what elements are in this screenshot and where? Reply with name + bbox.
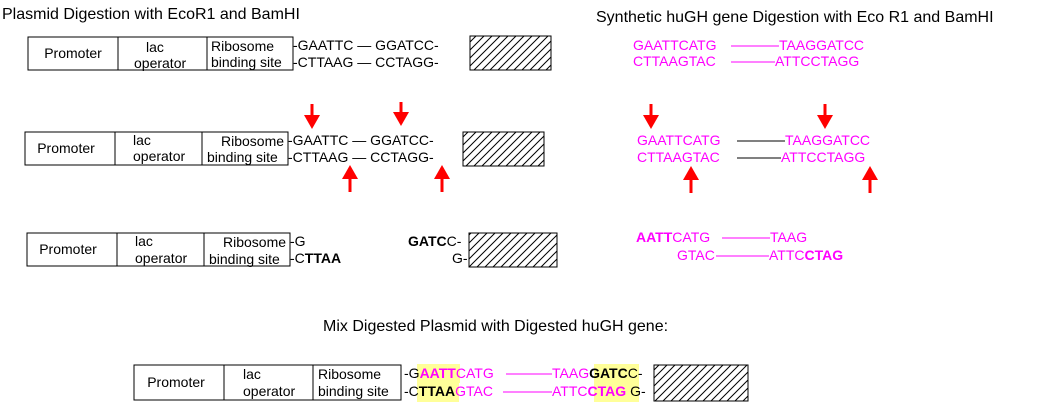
rbs-label-line2: binding site	[318, 383, 389, 399]
gene-digested-bottom-left: GTAC	[677, 247, 715, 263]
promoter-label: Promoter	[147, 374, 205, 390]
rbs-label-line2: binding site	[211, 54, 282, 70]
plasmid-bottom-strand: -CTTAAG — CCTAGG-	[288, 149, 434, 165]
rbs-label-line1: Ribosome	[221, 133, 284, 149]
gene-top-left: GAATTCATG	[633, 37, 716, 53]
arrow-up-icon	[342, 165, 358, 192]
ligated-construct: Promoter lac operator Ribosome binding s…	[133, 364, 749, 402]
gene-digested: AATTCATG TAAG GTAC ATTCCTAG	[636, 229, 843, 263]
plasmid-construct-cut-sites: Promoter lac operator Ribosome binding s…	[24, 131, 545, 167]
gene-intact: GAATTCATG TAAGGATCC CTTAAGTAC ATTCCTAGG	[633, 37, 864, 69]
rbs-box	[203, 232, 291, 267]
gene-bottom-right: ATTCCTAGG	[781, 149, 865, 165]
lac-operator-box	[116, 232, 205, 267]
plasmid-construct-intact: Promoter lac operator Ribosome binding s…	[27, 35, 552, 71]
arrow-down-icon	[304, 104, 320, 129]
operator-label: operator	[243, 383, 295, 399]
promoter-box	[26, 232, 118, 267]
vector-backbone-hatched	[469, 35, 552, 71]
rbs-label-line1: Ribosome	[318, 366, 381, 382]
arrow-down-icon	[393, 102, 409, 126]
plasmid-left-bottom-end: -CTTAA	[290, 250, 341, 266]
promoter-label: Promoter	[39, 241, 97, 257]
ligated-bottom-strand-left: -CTTAAGTAC	[404, 383, 493, 399]
lac-operator-box	[114, 131, 203, 166]
bamhi-sticky-end-highlight	[594, 364, 639, 383]
operator-label: operator	[133, 148, 185, 164]
cut-arrows	[304, 102, 878, 193]
rbs-box	[312, 364, 402, 401]
gatc-overhang: GATC	[408, 233, 447, 249]
gene-bottom-right: ATTCCTAGG	[775, 53, 859, 69]
plasmid-right-top-end: GATCC-	[408, 233, 462, 249]
plasmid-left-top-end: -G	[290, 233, 306, 249]
vector-backbone-hatched	[653, 364, 749, 402]
gene-top-right: TAAGGATCC	[779, 37, 864, 53]
lac-label: lac	[243, 366, 261, 382]
plasmid-top-strand: -GAATTC — GGATCC-	[293, 37, 439, 53]
gene-bottom-left: CTTAAGTAC	[637, 149, 720, 165]
promoter-box	[27, 36, 119, 71]
promoter-box	[133, 364, 225, 401]
plasmid-top-strand: -GAATTC — GGATCC-	[288, 132, 434, 148]
ligated-top-strand-right: TAAGGATCC-	[552, 365, 643, 381]
mix-title: Mix Digested Plasmid with Digested huGH …	[323, 318, 668, 335]
operator-label: operator	[135, 250, 187, 266]
rbs-label-line2: binding site	[207, 149, 278, 165]
lac-label: lac	[146, 39, 164, 55]
rbs-box	[206, 36, 294, 71]
rbs-label-line2: binding site	[209, 251, 280, 267]
plasmid-right-bottom-end: G-	[452, 250, 468, 266]
vector-backbone-hatched	[462, 131, 545, 167]
lac-label: lac	[133, 132, 151, 148]
ctag-overhang: CTAG	[805, 247, 844, 263]
arrow-down-icon	[643, 104, 659, 129]
gene-digestion-title: Synthetic huGH gene Digestion with Eco R…	[596, 9, 994, 26]
ttaa-overhang: TTAA	[305, 250, 341, 266]
arrow-up-icon	[862, 166, 878, 193]
gene-digested-top-left: AATTCATG	[636, 229, 710, 245]
rbs-label-line1: Ribosome	[211, 38, 274, 54]
plasmid-construct-digested: Promoter lac operator Ribosome binding s…	[26, 232, 558, 268]
operator-label: operator	[134, 55, 186, 71]
plasmid-bottom-strand: -CTTAAG — CCTAGG-	[293, 54, 439, 70]
arrow-up-icon	[434, 165, 450, 192]
promoter-label: Promoter	[37, 140, 95, 156]
rbs-label-line1: Ribosome	[223, 234, 286, 250]
lac-label: lac	[135, 233, 153, 249]
gene-digested-bottom-right: ATTCCTAG	[769, 247, 843, 263]
ligated-top-strand-left: -GAATTCATG	[404, 365, 494, 381]
arrow-up-icon	[683, 166, 699, 193]
ecori-sticky-end-highlight	[417, 364, 460, 383]
gene-top-left: GAATTCATG	[637, 132, 720, 148]
rbs-box	[201, 131, 289, 166]
plasmid-digestion-title: Plasmid Digestion with EcoR1 and BamHI	[2, 6, 300, 23]
arrow-down-icon	[817, 104, 833, 129]
gene-bottom-left: CTTAAGTAC	[633, 53, 716, 69]
gene-digested-top-right: TAAG	[770, 229, 807, 245]
lac-operator-box	[117, 36, 208, 71]
vector-backbone-hatched	[468, 232, 558, 268]
promoter-label: Promoter	[44, 45, 102, 61]
ecori-sticky-end-highlight	[417, 383, 459, 402]
gene-top-right: TAAGGATCC	[785, 132, 870, 148]
gene-cut-sites: GAATTCATG TAAGGATCC CTTAAGTAC ATTCCTAGG	[637, 132, 870, 165]
bamhi-sticky-end-highlight	[594, 383, 639, 402]
aatt-overhang: AATT	[636, 229, 673, 245]
